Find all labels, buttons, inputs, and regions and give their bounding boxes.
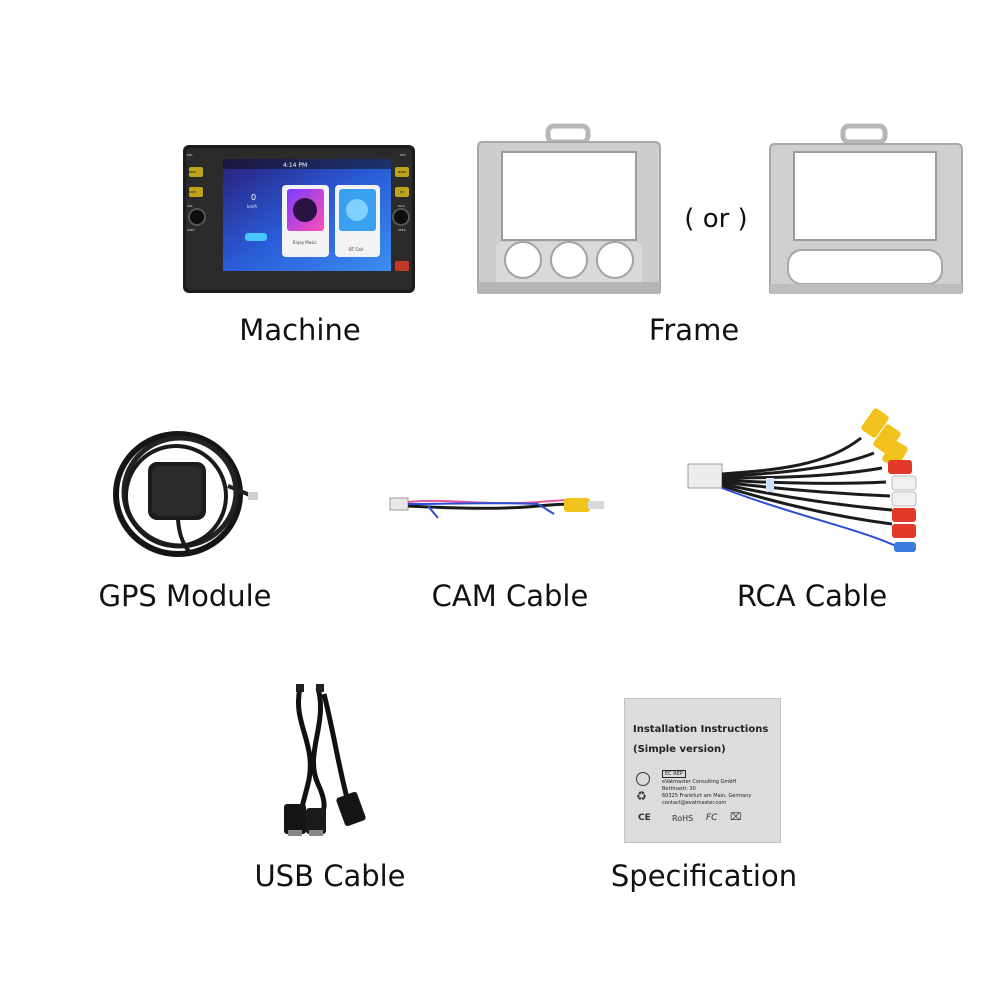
machine-right-button-band: BAND [398, 170, 407, 174]
booklet-address-1: Bettinastr. 30 [662, 786, 696, 792]
booklet-subtitle: (Simple version) [633, 744, 726, 755]
frame-image-1 [477, 123, 661, 294]
booklet-address-2: 60325 Frankfurt am Main, Germany [662, 793, 752, 799]
screen-call-label: BT Call [349, 247, 363, 252]
rca-cable-label: RCA Cable [736, 579, 888, 613]
screen-music-label: Enjoy Music [293, 240, 317, 245]
cam-cable-label: CAM Cable [431, 579, 589, 613]
specification-booklet: Installation Instructions (Simple versio… [624, 698, 781, 843]
specification-label: Specification [610, 859, 798, 893]
machine-left-button-menu: MENU [187, 170, 196, 174]
booklet-ec-rep-badge: EC REP [662, 770, 686, 778]
booklet-fc-mark: FC [706, 813, 718, 823]
booklet-email: contact@evatmaster.com [662, 800, 727, 806]
machine-right-button-seek: SEEK [398, 228, 406, 232]
gps-module-label: GPS Module [98, 579, 272, 613]
machine-left-button-qre: Q/RE [187, 228, 195, 232]
booklet-globe-icon [636, 772, 650, 786]
usb-cable-label: USB Cable [254, 859, 406, 893]
rca-cable-image [687, 408, 917, 552]
booklet-company: eVatmaster Consulting GmbH [662, 779, 737, 785]
machine-label: Machine [239, 313, 361, 347]
booklet-title: Installation Instructions [633, 724, 769, 735]
cam-cable-image [389, 497, 604, 519]
screen-time: 4:14 PM [283, 162, 308, 169]
screen-speed: 0 [251, 193, 257, 202]
machine-right-button-eq: EQ [400, 190, 405, 194]
booklet-weee-mark: ⌧ [730, 812, 742, 823]
screen-speed-unit: km/h [247, 204, 258, 209]
gps-module-image [113, 431, 258, 557]
booklet-recycle-icon: ♻ [636, 789, 647, 803]
booklet-rohs-mark: RoHS [672, 814, 694, 823]
booklet-ce-mark: CE [638, 813, 651, 823]
machine-right-button-rst: RST [400, 153, 406, 157]
machine-left-button-mic: MIC [187, 153, 193, 157]
machine-right-button-play: PLAY [398, 204, 406, 208]
machine-image [183, 145, 415, 293]
frame-image-2 [769, 123, 963, 294]
or-label: ( or ) [684, 204, 748, 234]
usb-cable-image [284, 684, 366, 836]
frame-label: Frame [648, 313, 740, 347]
machine-left-button-vol: VOL [187, 204, 194, 208]
machine-left-button-mode: MODE [187, 190, 197, 194]
